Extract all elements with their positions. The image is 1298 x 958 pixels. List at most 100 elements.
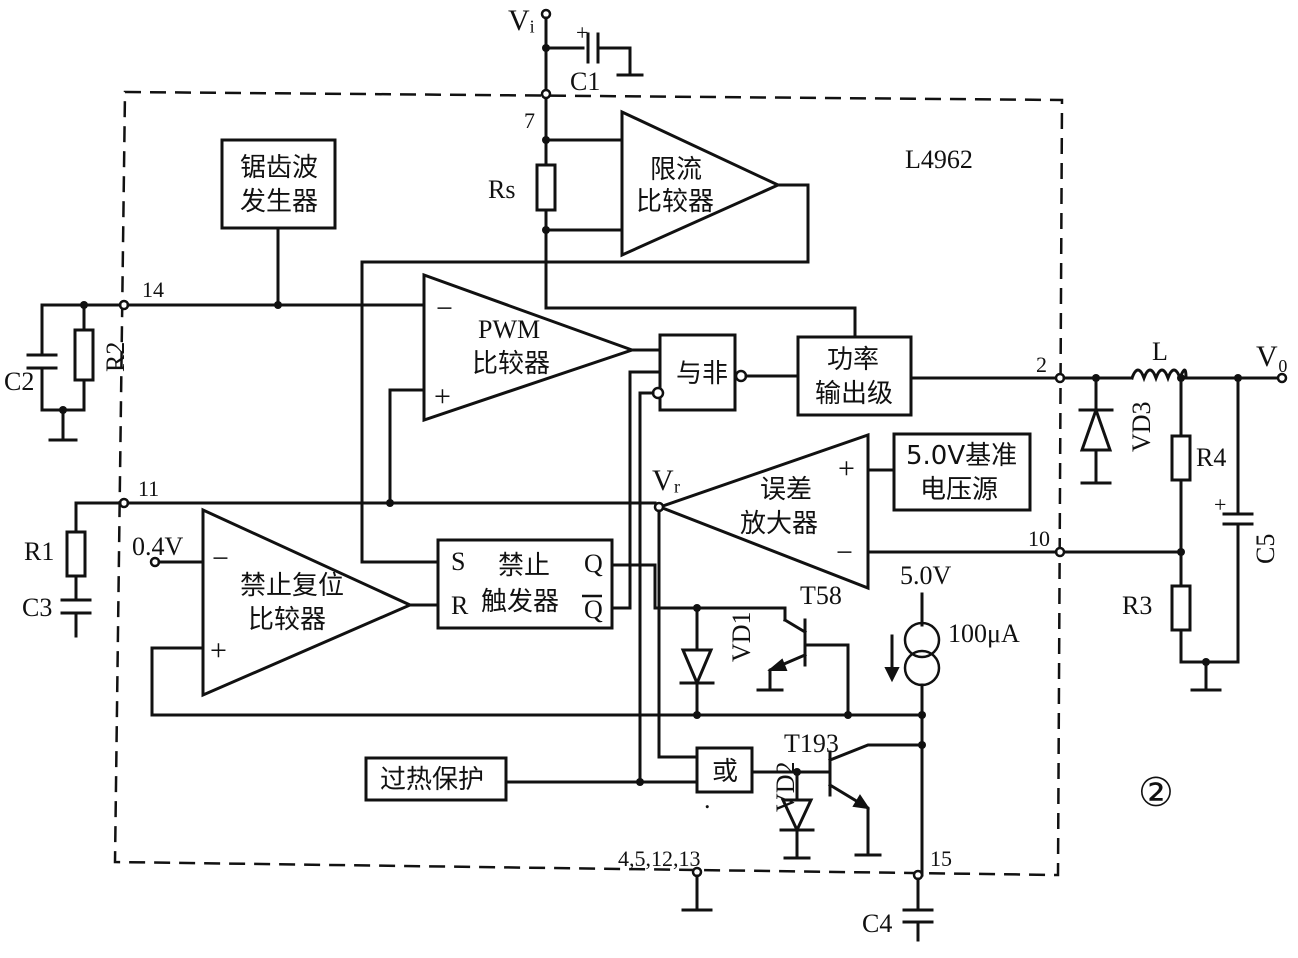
capacitor-c4 [902,877,934,942]
diode-vd1 [679,606,715,717]
svg-text:+: + [1214,492,1226,517]
vo-terminal [1276,372,1288,384]
pin7-label: 7 [524,108,535,133]
v50-label: 5.0V [900,561,952,590]
c5-label: C5 [1251,534,1280,564]
pwm-label-2: 比较器 [472,349,550,379]
r1-label: R1 [24,537,54,566]
irc-plus-wire [150,646,924,717]
current-limit-label-1: 限流 [650,155,702,185]
or-gate [695,746,754,794]
pwm-plus-wire [388,388,426,505]
c2-label: C2 [4,367,34,396]
current-limit-label-2: 比较器 [636,187,714,217]
svg-text:+: + [576,20,588,45]
pin2-label: 2 [1036,352,1047,377]
t193-label: T193 [784,729,839,758]
inhibit-flip-flop [436,538,614,630]
pin11-label: 11 [138,476,159,501]
ea-minus-sign: − [836,536,853,569]
gnd-pins-label: 4,5,12,13 [618,846,701,871]
inhibit-ff-label-1: 禁止 [498,551,550,581]
power-output-stage [796,335,913,417]
ref-label-2: 电压源 [920,475,998,505]
resistor-r2 [73,328,95,382]
ref-label-1: 5.0V基准 [906,441,1017,471]
power-out-label-2: 输出级 [815,379,893,409]
v04-label: 0.4V [132,532,184,561]
nand-inhibit-wire [638,391,655,784]
t58-label: T58 [800,581,842,610]
figure-index: ② [1138,770,1174,815]
diode-vd3 [1078,376,1114,485]
l-label: L [1152,337,1168,366]
reference-voltage-source [892,432,1032,512]
ff-s-pin: S [451,547,465,576]
vr-label: Vᵣ [652,464,681,497]
current-limit-output-wire [360,183,810,564]
error-amp-label-1: 误差 [760,475,812,505]
vd3-label: VD3 [1127,401,1156,452]
r1-c3-network [74,501,122,638]
feedback-divider-wires [1179,376,1240,664]
thermal-protection [364,756,508,802]
inhibit-cmp-label-2: 比较器 [248,605,326,635]
ff-qbar-pin: Q [584,595,603,624]
vi-label: Vᵢ [508,4,535,37]
capacitor-c3 [60,598,92,615]
inhibit-reset-comparator [201,507,414,698]
r3-ground [1190,660,1222,692]
or-gate-label: 或 [712,757,738,787]
sawtooth-label-2: 发生器 [240,187,318,217]
pwm-minus-sign: − [436,292,453,325]
nand-label: 与非 [676,359,728,389]
ff-r-pin: R [451,591,469,620]
resistor-r4 [1170,434,1192,482]
resistor-rs [535,163,557,212]
irc-plus-sign: + [210,634,227,667]
diode-vd2 [779,770,815,860]
vo-label: V₀ [1256,340,1288,373]
pin14-label: 14 [142,277,164,302]
vd1-label: VD1 [727,611,756,662]
vr-to-or-wire [657,509,699,759]
vd2-label: VD2 [771,761,800,812]
pwm-label-1: PWM [478,315,540,344]
r4-label: R4 [1196,443,1226,472]
capacitor-c2 [26,353,58,370]
current-source-100ua [884,621,941,687]
pin10-label: 10 [1028,526,1050,551]
sawtooth-label-1: 锯齿波 [240,153,318,183]
r3-label: R3 [1122,591,1152,620]
q-output-wire [610,563,787,622]
i100-label: 100μA [948,619,1020,648]
c3-label: C3 [22,593,52,622]
pin15-label: 15 [930,846,952,871]
qbar-to-nand-wire [610,370,662,610]
rs-label: Rs [488,175,515,204]
rs-wires [544,138,857,337]
c4-label: C4 [862,909,892,938]
stray-dot: . [704,785,711,814]
ff-q-pin: Q [584,549,603,578]
error-amp-label-2: 放大器 [740,509,818,539]
current-limit-comparator [620,109,782,258]
irc-minus-sign: − [212,542,229,575]
transistor-t193 [827,743,924,857]
resistor-r1 [65,530,87,578]
thermal-label: 过热保护 [380,765,484,795]
pwm-plus-sign: + [434,380,451,413]
ea-plus-sign: + [838,452,855,485]
vi-wire [544,16,585,142]
pin7-terminal [540,88,552,100]
chip-name: L4962 [905,145,973,174]
resistor-r3 [1170,584,1192,632]
chip-boundary [113,90,1064,877]
transistor-t58 [756,617,850,717]
pwm-comparator [422,272,637,423]
r2-label: R2 [101,342,130,372]
capacitor-c1: + [576,20,644,77]
c1-label: C1 [570,67,600,96]
gnd-pins-ground [681,874,713,912]
